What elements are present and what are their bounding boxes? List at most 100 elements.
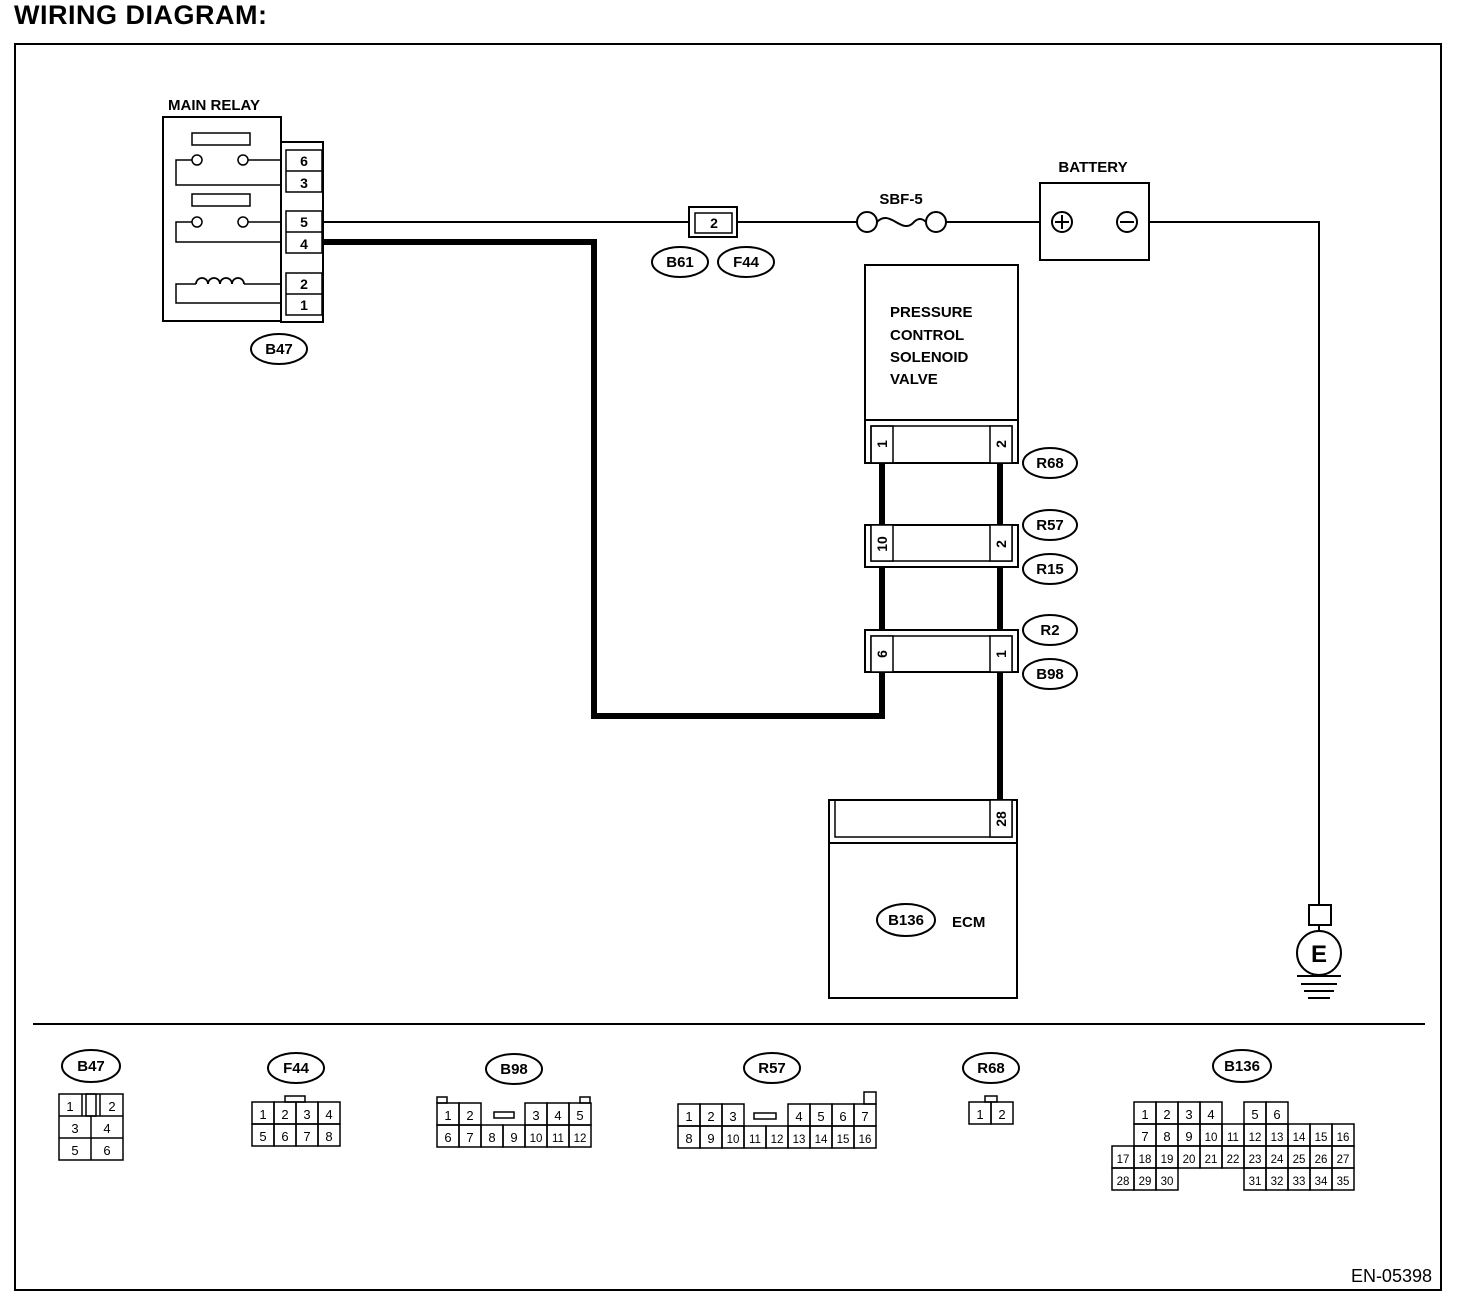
connector-view-pin: 8 <box>1163 1129 1170 1144</box>
connector-view-pin: 4 <box>554 1108 561 1123</box>
connector-view-pin: 1 <box>1141 1107 1148 1122</box>
diagram-frame <box>14 43 1442 1291</box>
connector-tag-r2: R2 <box>1040 622 1059 639</box>
connector-view-pin: 5 <box>576 1108 583 1123</box>
relay-pin: 1 <box>300 297 308 313</box>
connector-view-pin: 16 <box>859 1134 872 1146</box>
connector-pin: 2 <box>993 540 1009 548</box>
connector-view-pin: 29 <box>1139 1176 1152 1188</box>
ecm-pin: 28 <box>993 811 1009 827</box>
connector-tag-b61: B61 <box>666 254 694 271</box>
connector-view-pin: 24 <box>1271 1154 1284 1166</box>
connector-pin: 2 <box>993 440 1009 448</box>
connector-view-pin: 18 <box>1139 1154 1152 1166</box>
connector-view-pin: 2 <box>466 1108 473 1123</box>
connector-view-pin: 3 <box>303 1107 310 1122</box>
connector-view-pin: 13 <box>1271 1132 1284 1144</box>
relay-pin: 3 <box>300 175 308 191</box>
connector-view-label: B136 <box>1224 1058 1260 1075</box>
connector-view-pin: 4 <box>795 1109 802 1124</box>
connector-view-pin: 3 <box>71 1121 78 1136</box>
connector-view-cell <box>853 1125 877 1149</box>
connector-view-pin: 1 <box>66 1099 73 1114</box>
connector-view-pin: 8 <box>325 1129 332 1144</box>
ecm: 28 B136 ECM <box>828 799 1018 999</box>
connector-view-pin: 25 <box>1293 1154 1306 1166</box>
connector-view-pin: 2 <box>1163 1107 1170 1122</box>
connector-tag-r15: R15 <box>1036 561 1064 578</box>
connector-view-pin: 26 <box>1315 1154 1328 1166</box>
connector-view-pin: 2 <box>998 1107 1005 1122</box>
connector-view-pin: 31 <box>1249 1176 1262 1188</box>
connector-view-pin: 6 <box>103 1143 110 1158</box>
connector-view-pin: 2 <box>108 1099 115 1114</box>
inline-connector-r68: 1 2 R68 <box>864 419 1078 479</box>
fuse-label: SBF-5 <box>879 191 922 208</box>
connector-view-pin: 10 <box>1205 1132 1218 1144</box>
connector-view-pin: 1 <box>685 1109 692 1124</box>
connector-view-pin: 32 <box>1271 1176 1284 1188</box>
main-relay-label: MAIN RELAY <box>168 97 260 114</box>
connector-tag-b136: B136 <box>888 912 924 929</box>
connector-view-pin: 15 <box>1315 1132 1328 1144</box>
connector-view-pin: 4 <box>1207 1107 1214 1122</box>
connector-view-pin: 12 <box>1249 1132 1262 1144</box>
joint-connector: 2 B61 F44 <box>651 206 775 278</box>
connector-view-b47: B47 1 2 3 4 5 6 <box>58 1049 124 1161</box>
connector-tag-f44: F44 <box>733 254 760 271</box>
connector-view-pin: 1 <box>259 1107 266 1122</box>
connector-view-pin: 14 <box>815 1134 828 1146</box>
connector-view-cell <box>317 1123 341 1147</box>
document-id: EN-05398 <box>1351 1266 1432 1286</box>
connector-view-pin: 7 <box>303 1129 310 1144</box>
connector-view-pin: 20 <box>1183 1154 1196 1166</box>
relay-pin: 4 <box>300 236 308 252</box>
connector-view-pin: 21 <box>1205 1154 1218 1166</box>
solenoid-label-line: SOLENOID <box>890 349 969 366</box>
relay-coil-icon <box>195 277 245 285</box>
connector-view-cell <box>1155 1167 1179 1191</box>
connector-tag-b47: B47 <box>265 341 293 358</box>
solenoid-label-line: CONTROL <box>890 327 964 344</box>
connector-view-pin: 12 <box>771 1134 784 1146</box>
connector-view-pin: 6 <box>1273 1107 1280 1122</box>
connector-pin: 1 <box>993 650 1009 658</box>
connector-view-pin: 5 <box>817 1109 824 1124</box>
connector-view-label: R57 <box>758 1060 786 1077</box>
relay-pin: 6 <box>300 153 308 169</box>
connector-view-pin: 19 <box>1161 1154 1174 1166</box>
connector-view-pin: 6 <box>444 1130 451 1145</box>
connector-view-pin: 22 <box>1227 1154 1240 1166</box>
connector-view-pin: 9 <box>707 1131 714 1146</box>
connector-view-cell <box>1331 1167 1355 1191</box>
ground-label: E <box>1311 941 1327 968</box>
ecm-label: ECM <box>952 914 985 931</box>
connector-view-pin: 7 <box>1141 1129 1148 1144</box>
connector-view-pin: 11 <box>552 1133 564 1145</box>
connector-view-pin: 1 <box>444 1108 451 1123</box>
wires <box>323 221 1320 905</box>
connector-view-pin: 4 <box>103 1121 110 1136</box>
connector-view-pin: 17 <box>1117 1154 1130 1166</box>
ground-point: E <box>1296 904 1342 999</box>
connector-view-pin: 8 <box>488 1130 495 1145</box>
inline-connector-r57-r15: 10 2 R57 R15 <box>864 509 1078 585</box>
connector-view-pin: 1 <box>976 1107 983 1122</box>
fuse-icon <box>876 216 927 228</box>
connector-view-pin: 5 <box>71 1143 78 1158</box>
connector-view-pin: 10 <box>727 1134 740 1146</box>
connector-view-label: R68 <box>977 1060 1005 1077</box>
connector-view-pin: 14 <box>1293 1132 1306 1144</box>
pressure-control-solenoid-valve: PRESSURE CONTROL SOLENOID VALVE 1 2 R68 … <box>864 264 1078 690</box>
connector-view-pin: 5 <box>1251 1107 1258 1122</box>
connector-view-pin: 3 <box>729 1109 736 1124</box>
connector-view-pin: 3 <box>1185 1107 1192 1122</box>
solenoid-label-line: VALVE <box>890 371 938 388</box>
connector-view-pin: 34 <box>1315 1176 1328 1188</box>
connector-view-label: B98 <box>500 1061 528 1078</box>
